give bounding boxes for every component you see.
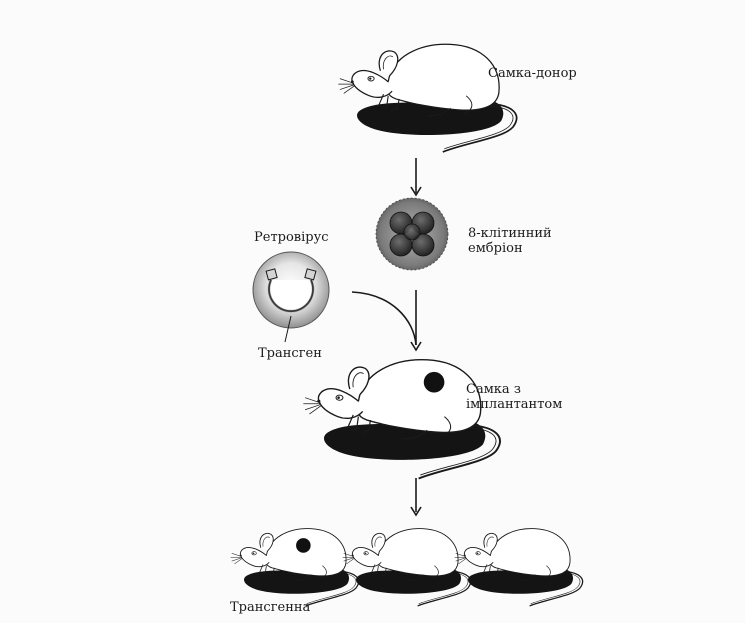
implanted-mouse-icon xyxy=(302,358,501,480)
offspring-mouse-icon xyxy=(453,527,584,607)
arrow-merge-icon xyxy=(351,290,422,351)
implanted-female-label-line2: імплантантом xyxy=(466,397,563,412)
arrow-down-icon xyxy=(410,158,422,196)
embryo-label-line1: 8-клітинний xyxy=(468,226,552,241)
transgene-label: Трансген xyxy=(258,346,322,361)
arrow-down-icon xyxy=(410,478,422,516)
transgenic-offspring-mouse-icon xyxy=(229,527,360,607)
transgenic-label: Трансгенна xyxy=(230,600,311,615)
implanted-female-label-line1: Самка з xyxy=(466,382,521,397)
retrovirus-icon xyxy=(252,251,330,343)
implanted-female-label: Самка з імплантантом xyxy=(466,382,586,412)
offspring-mouse-icon xyxy=(341,527,472,607)
embryo-icon xyxy=(375,197,449,271)
donor-female-label: Самка-донор xyxy=(488,66,577,81)
retrovirus-label: Ретровірус xyxy=(254,230,329,245)
embryo-label: 8-клітинний ембріон xyxy=(468,226,578,256)
embryo-label-line2: ембріон xyxy=(468,241,523,256)
donor-mouse-icon xyxy=(337,43,518,153)
